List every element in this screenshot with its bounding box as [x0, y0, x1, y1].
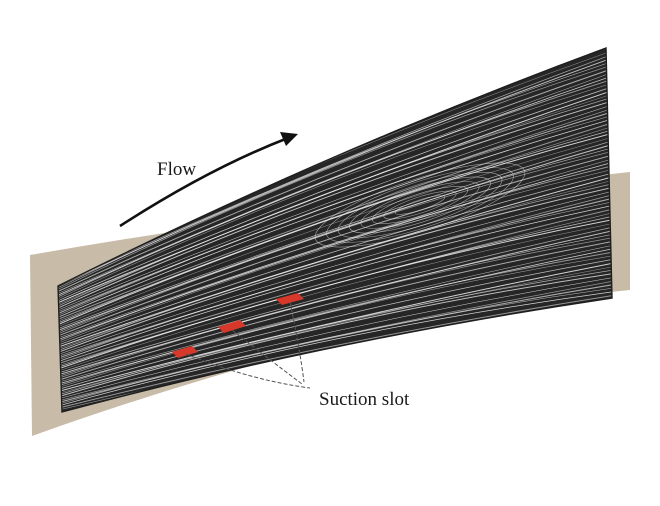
streamline-swirl — [349, 176, 491, 234]
trailing-edge-gap-lower — [492, 300, 630, 326]
streamline — [58, 276, 612, 402]
streamline — [58, 141, 612, 334]
streamline — [58, 98, 612, 313]
streamline-swirl — [314, 162, 526, 248]
streamline — [58, 94, 612, 311]
streamline — [58, 65, 612, 296]
streamline — [58, 221, 612, 374]
streamline — [58, 76, 612, 302]
streamline — [58, 286, 612, 407]
streamline-swirl — [383, 190, 457, 220]
streamline — [58, 283, 612, 406]
streamline-lines — [58, 48, 612, 412]
streamline — [58, 293, 612, 411]
streamline — [58, 257, 612, 393]
streamline — [58, 112, 612, 320]
streamline — [58, 199, 612, 363]
streamline — [58, 167, 612, 347]
streamline — [58, 145, 612, 336]
suction-slot-3 — [276, 293, 304, 305]
streamline — [58, 290, 612, 409]
leader-line-3 — [289, 301, 305, 383]
streamline — [58, 203, 612, 365]
streamline — [58, 181, 612, 354]
suction-slot-1 — [172, 346, 198, 358]
suction-slots — [172, 293, 304, 358]
streamline — [58, 206, 612, 367]
suction-slot-label: Suction slot — [319, 389, 410, 410]
suction-slot-2 — [218, 320, 246, 333]
streamline — [58, 217, 612, 373]
streamline — [58, 196, 612, 362]
streamline — [58, 243, 612, 385]
streamline — [58, 58, 612, 292]
streamline — [58, 236, 612, 382]
streamline — [58, 272, 612, 400]
streamline — [58, 185, 612, 356]
streamline — [58, 239, 612, 384]
streamline — [58, 170, 612, 349]
streamline — [58, 178, 612, 352]
leader-line-2 — [231, 329, 303, 385]
streamline — [58, 268, 612, 398]
streamline-swirl — [326, 167, 514, 243]
streamline — [58, 102, 612, 314]
streamline — [58, 80, 612, 303]
streamline — [58, 134, 612, 331]
streamline — [58, 130, 612, 329]
streamline-sheet-outline — [57, 47, 613, 413]
streamline-swirl — [337, 172, 503, 238]
streamline — [58, 116, 612, 322]
streamline — [58, 225, 612, 376]
streamline — [58, 54, 612, 291]
streamline — [58, 254, 612, 391]
flow-arrow-shaft — [119, 136, 289, 228]
streamline — [58, 62, 612, 294]
flow-arrow-head — [280, 132, 298, 146]
streamline-swirl — [360, 181, 480, 229]
streamline-swirl — [394, 195, 446, 215]
streamline — [58, 91, 612, 309]
streamline — [58, 120, 612, 323]
streamline — [58, 232, 612, 380]
streamline — [58, 127, 612, 327]
flow-label: Flow — [157, 159, 196, 180]
streamline-swirl — [372, 186, 468, 224]
suction-slot-leaders — [185, 301, 311, 389]
streamline — [58, 163, 612, 345]
streamline — [58, 261, 612, 395]
streamline — [58, 83, 612, 305]
streamline — [58, 189, 612, 358]
streamline — [58, 149, 612, 338]
streamline — [58, 152, 612, 340]
leader-line-1 — [185, 353, 311, 389]
streamline-sheet — [58, 48, 612, 412]
streamline — [58, 250, 612, 389]
streamline — [58, 138, 612, 333]
